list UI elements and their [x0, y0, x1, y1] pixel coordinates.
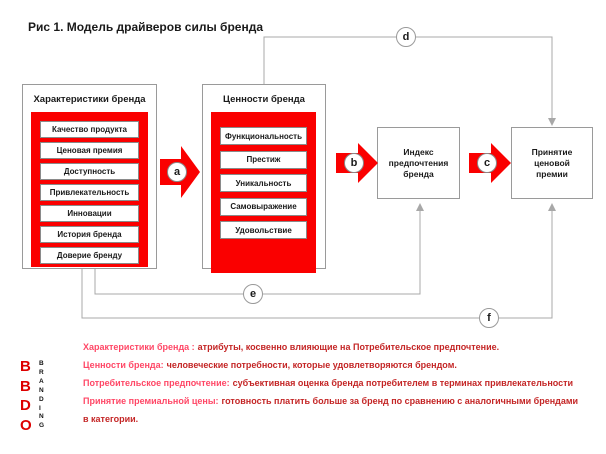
footnote-lead: Характеристики бренда : — [83, 342, 195, 352]
footnote-lead: Принятие премиальной цены: — [83, 396, 219, 406]
characteristic-item: Привлекательность — [40, 184, 139, 201]
value-item: Престиж — [220, 150, 307, 169]
footnote-line: Потребительское предпочтение:субъективна… — [83, 374, 598, 392]
footnote-lead: Ценности бренда: — [83, 360, 164, 370]
footnote-line: Принятие премиальной цены:готовность пла… — [83, 392, 598, 410]
brand-characteristics-header: Характеристики бренда — [33, 94, 146, 105]
footnote-body: атрибуты, косвенно влияющие на Потребите… — [197, 342, 500, 352]
footnotes: Характеристики бренда :атрибуты, косвенн… — [83, 338, 598, 428]
arrow-b-tip-shape — [358, 143, 378, 183]
value-item: Удовольствие — [220, 221, 307, 239]
loop-e-label: e — [243, 284, 263, 304]
arrow-c-label: c — [477, 153, 497, 173]
footnote-line: в категории. — [83, 410, 598, 428]
footnote-lead: Потребительское предпочтение: — [83, 378, 230, 388]
loop-f-line — [81, 206, 553, 319]
value-item: Уникальность — [220, 174, 307, 192]
brand-characteristics-red-block: Качество продукта Ценовая премия Доступн… — [31, 112, 148, 267]
characteristic-item: Доступность — [40, 163, 139, 180]
characteristic-item: Качество продукта — [40, 121, 139, 138]
footnote-line: Характеристики бренда :атрибуты, косвенн… — [83, 338, 598, 356]
brand-characteristics-panel: Характеристики бренда Качество продукта … — [22, 84, 157, 269]
brand-preference-index-box: Индекс предпочтения бренда — [377, 127, 460, 199]
arrow-a-label: a — [167, 162, 187, 182]
arrow-b-label: b — [344, 153, 364, 173]
arrow-c-tip-shape — [491, 143, 511, 183]
characteristic-item: Ценовая премия — [40, 142, 139, 159]
footnote-line: Ценности бренда:человеческие потребности… — [83, 356, 598, 374]
brand-values-panel: Ценности бренда Функциональность Престиж… — [202, 84, 326, 273]
arrow-a-tip-shape — [181, 146, 200, 198]
footnote-body: человеческие потребности, которые удовле… — [166, 360, 457, 370]
price-premium-acceptance-box: Принятие ценовой премии — [511, 127, 593, 199]
loop-f-arrowhead — [548, 203, 556, 211]
loop-d-label: d — [396, 27, 416, 47]
footnote-body: в категории. — [83, 414, 139, 424]
brand-values-header: Ценности бренда — [223, 94, 305, 105]
loop-d-arrowhead — [548, 118, 556, 126]
figure-title: Рис 1. Модель драйверов силы бренда — [28, 20, 263, 34]
bbdo-logo: BBDO BRANDING — [20, 357, 45, 435]
value-item: Самовыражение — [220, 197, 307, 216]
characteristic-item: Инновации — [40, 205, 139, 222]
characteristic-item: История бренда — [40, 226, 139, 243]
loop-f-label: f — [479, 308, 499, 328]
footnote-body: субъективная оценка бренда потребителем … — [232, 378, 574, 388]
footnote-body: готовность платить больше за бренд по ср… — [221, 396, 579, 406]
brand-values-red-block: Функциональность Престиж Уникальность Са… — [211, 112, 316, 273]
value-item: Функциональность — [220, 127, 307, 145]
characteristic-item: Доверие бренду — [40, 247, 139, 264]
loop-e-arrowhead — [416, 203, 424, 211]
arrow-a: a — [160, 146, 200, 198]
arrow-b: b — [336, 143, 378, 184]
bbdo-logo-text: BBDO — [20, 358, 32, 434]
branding-logo-text: BRANDING — [39, 360, 45, 430]
arrow-c: c — [469, 143, 511, 184]
